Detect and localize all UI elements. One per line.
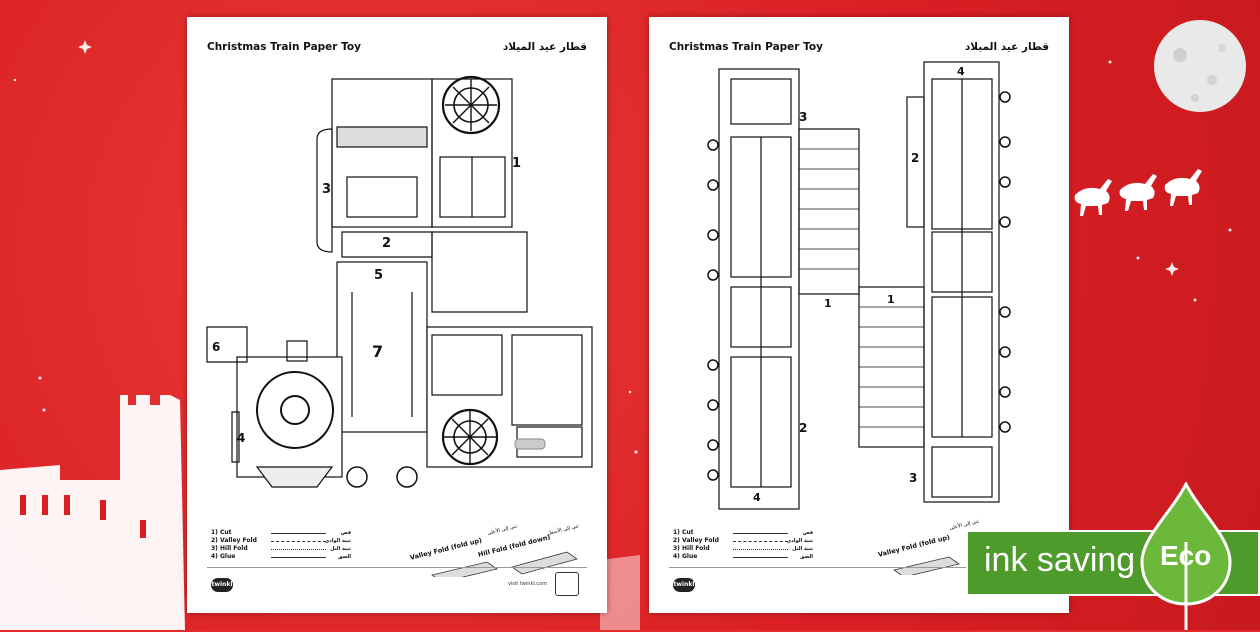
reindeer-icon: [1074, 169, 1202, 216]
eco-leaf-icon: [1140, 482, 1232, 630]
legend-hill: 3) Hill Fold: [673, 545, 710, 552]
twinkl-logo: twinkl: [673, 578, 695, 592]
star-icon: [13, 40, 1232, 454]
legend-hill-ar: ثنية التل: [792, 546, 813, 552]
part-number-3: 3: [799, 110, 807, 124]
footer: twinkl visit twinkl.com: [207, 567, 587, 598]
hill-line: [271, 549, 326, 550]
legend-glue-ar: الصق: [799, 554, 813, 560]
part-number-7: 7: [372, 342, 383, 361]
legend: 1) Cut 2) Valley Fold 3) Hill Fold 4) Gl…: [211, 529, 351, 561]
quality-badge-icon: [555, 572, 579, 596]
part-number-4b: 4: [957, 65, 965, 78]
glue-line: [733, 557, 788, 558]
part-number-1b: 1: [887, 293, 895, 306]
carriage-template: 3 1 2 4 4 2 1 3: [707, 61, 1011, 510]
worksheet-page-2: Christmas Train Paper Toy قطار عيد الميل…: [649, 17, 1069, 613]
locomotive-template: 2 3 1 5 7 6 4: [206, 75, 593, 488]
footer: twinkl: [669, 567, 1049, 598]
part-number-4: 4: [237, 431, 245, 445]
legend-valley: 2) Valley Fold: [673, 537, 719, 544]
part-number-2b: 2: [911, 151, 919, 165]
page-title-ar: قطار عيد الميلاد: [502, 41, 587, 53]
ink-saving-label: ink saving: [984, 541, 1136, 579]
moon-icon: [1154, 20, 1246, 112]
worksheet-page-1: Christmas Train Paper Toy قطار عيد الميل…: [187, 17, 607, 613]
part-number-6: 6: [212, 340, 220, 354]
page-title-en: Christmas Train Paper Toy: [669, 41, 823, 53]
legend-valley-ar: ثنية الوادي: [786, 538, 813, 544]
page-title-ar: قطار عيد الميلاد: [964, 41, 1049, 53]
valley-line: [733, 541, 788, 542]
part-number-3: 3: [322, 182, 331, 197]
part-number-4: 4: [753, 491, 761, 504]
legend: 1) Cut 2) Valley Fold 3) Hill Fold 4) Gl…: [673, 529, 813, 561]
part-number-3b: 3: [909, 471, 917, 485]
legend-valley-ar: ثنية الوادي: [324, 538, 351, 544]
page-title-en: Christmas Train Paper Toy: [207, 41, 361, 53]
part-number-1: 1: [512, 156, 521, 171]
legend-cut-ar: قص: [340, 530, 351, 536]
part-number-2: 2: [799, 421, 807, 435]
legend-glue: 4) Glue: [211, 553, 236, 560]
fold-diagram-icon: [893, 556, 960, 575]
legend-hill-ar: ثنية التل: [330, 546, 351, 552]
hill-line: [733, 549, 788, 550]
castle-illustration: [0, 395, 640, 630]
eco-label: Eco: [1160, 540, 1212, 571]
cut-line: [271, 533, 326, 534]
legend-cut: 1) Cut: [673, 529, 694, 536]
twinkl-logo: twinkl: [211, 578, 233, 592]
legend-valley: 2) Valley Fold: [211, 537, 257, 544]
legend-glue-ar: الصق: [337, 554, 351, 560]
part-number-5: 5: [374, 268, 383, 283]
visit-link: visit twinkl.com: [507, 581, 547, 587]
legend-hill: 3) Hill Fold: [211, 545, 248, 552]
fold-diagram-icon: [431, 551, 578, 577]
legend-cut: 1) Cut: [211, 529, 232, 536]
part-number-2: 2: [382, 236, 391, 251]
valley-line: [271, 541, 326, 542]
part-number-1: 1: [824, 297, 832, 310]
legend-glue: 4) Glue: [673, 553, 698, 560]
legend-cut-ar: قص: [802, 530, 813, 536]
cut-line: [733, 533, 788, 534]
glue-line: [271, 557, 326, 558]
